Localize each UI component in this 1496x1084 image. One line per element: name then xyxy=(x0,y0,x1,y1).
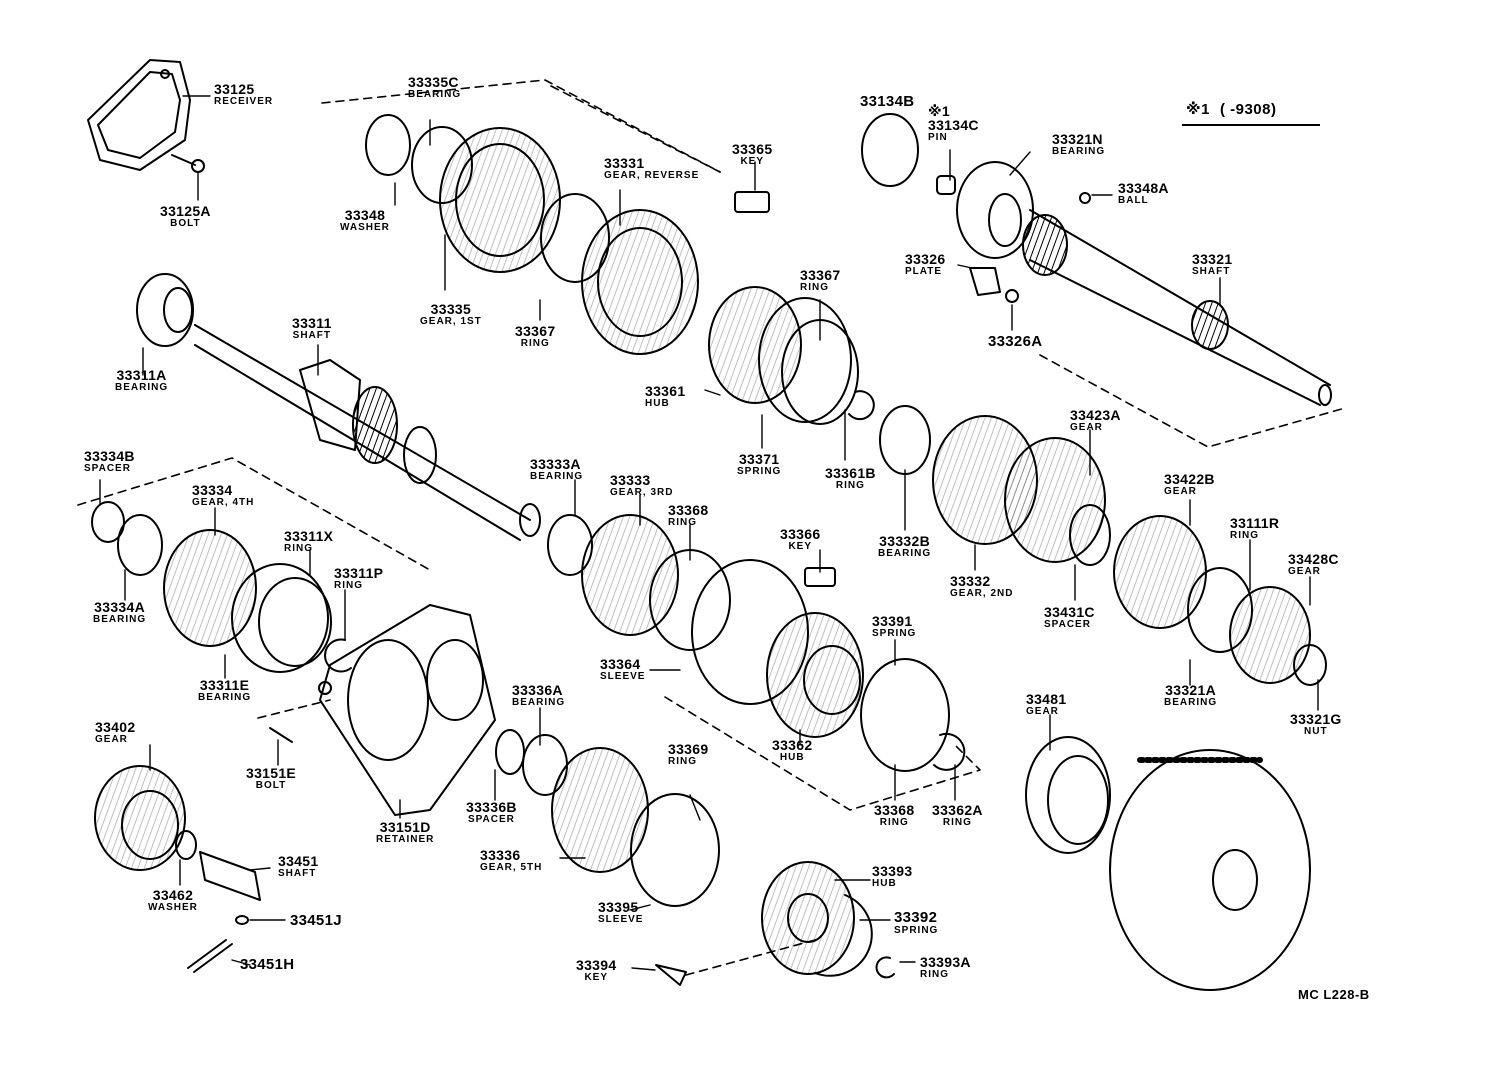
second-gear-group xyxy=(879,405,1327,686)
retainer-part xyxy=(269,604,496,816)
input-shaft-part xyxy=(136,273,541,541)
leader-lines xyxy=(99,95,1319,971)
small-parts xyxy=(861,113,1091,303)
model-year-note: ※1( -9308) xyxy=(1186,101,1277,118)
part-label-33451H: 33451H xyxy=(240,956,295,973)
part-label-33326A: 33326A xyxy=(988,333,1043,350)
differential-gear-part xyxy=(1025,736,1311,991)
reverse-idler-group xyxy=(94,765,261,973)
counter-shaft-part xyxy=(956,161,1332,406)
part-label-33134B: 33134B xyxy=(860,93,915,110)
receiver-part xyxy=(87,59,205,173)
first-reverse-gear-group xyxy=(365,114,875,425)
third-fourth-gear-group xyxy=(91,501,966,772)
drawing-code: MC L228-B xyxy=(1298,987,1370,1002)
note-underline xyxy=(1182,124,1320,126)
part-label-33451J: 33451J xyxy=(290,912,342,929)
fifth-gear-group xyxy=(495,729,895,986)
